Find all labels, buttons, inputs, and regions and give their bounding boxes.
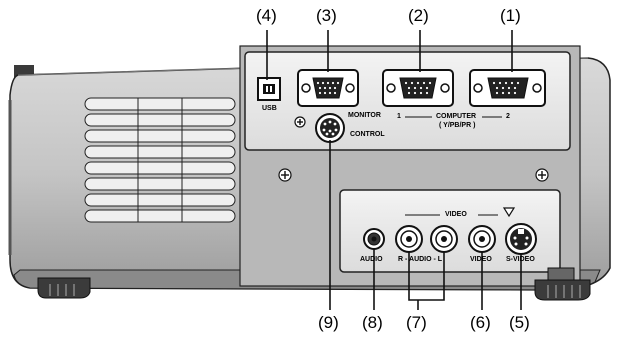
computer-label: COMPUTER bbox=[436, 113, 477, 120]
callout-6: (6) bbox=[470, 313, 491, 332]
usb-label: USB bbox=[262, 105, 277, 112]
air-vents bbox=[84, 97, 236, 223]
computer-1-label: 1 bbox=[397, 113, 401, 120]
triangle-marker-icon bbox=[502, 207, 516, 218]
mini-din-port-icon bbox=[315, 113, 345, 143]
audio-lr-label: R - AUDIO - L bbox=[398, 256, 443, 263]
callout-5: (5) bbox=[509, 313, 530, 332]
callout-1: (1) bbox=[500, 6, 521, 25]
callout-leaders bbox=[266, 30, 522, 310]
video-header-label: VIDEO bbox=[445, 211, 467, 218]
vga-port-icon bbox=[297, 69, 359, 107]
callout-9: (9) bbox=[318, 313, 339, 332]
control-label: CONTROL bbox=[350, 131, 385, 138]
rca-jack-icon bbox=[363, 228, 385, 250]
computer-2-label: 2 bbox=[506, 113, 510, 120]
callout-2: (2) bbox=[408, 6, 429, 25]
rca-jack-icon bbox=[395, 225, 423, 253]
vga-port-icon bbox=[469, 69, 546, 107]
s-video-label: S-VIDEO bbox=[506, 256, 535, 263]
rca-jack-icon bbox=[468, 225, 496, 253]
vga-port-icon bbox=[382, 69, 454, 107]
callout-3: (3) bbox=[316, 6, 337, 25]
callout-8: (8) bbox=[362, 313, 383, 332]
s-video-port-icon bbox=[505, 223, 537, 255]
video-label: VIDEO bbox=[470, 256, 492, 263]
usb-b-port-icon bbox=[257, 77, 281, 101]
audio-label: AUDIO bbox=[360, 256, 383, 263]
rca-jack-icon bbox=[430, 225, 458, 253]
computer-sub-label: ( Y/PB/PR ) bbox=[439, 122, 476, 129]
left-foot bbox=[37, 277, 91, 299]
monitor-label: MONITOR bbox=[348, 112, 381, 119]
callout-4: (4) bbox=[256, 6, 277, 25]
right-foot bbox=[534, 267, 591, 301]
callout-7: (7) bbox=[406, 313, 427, 332]
